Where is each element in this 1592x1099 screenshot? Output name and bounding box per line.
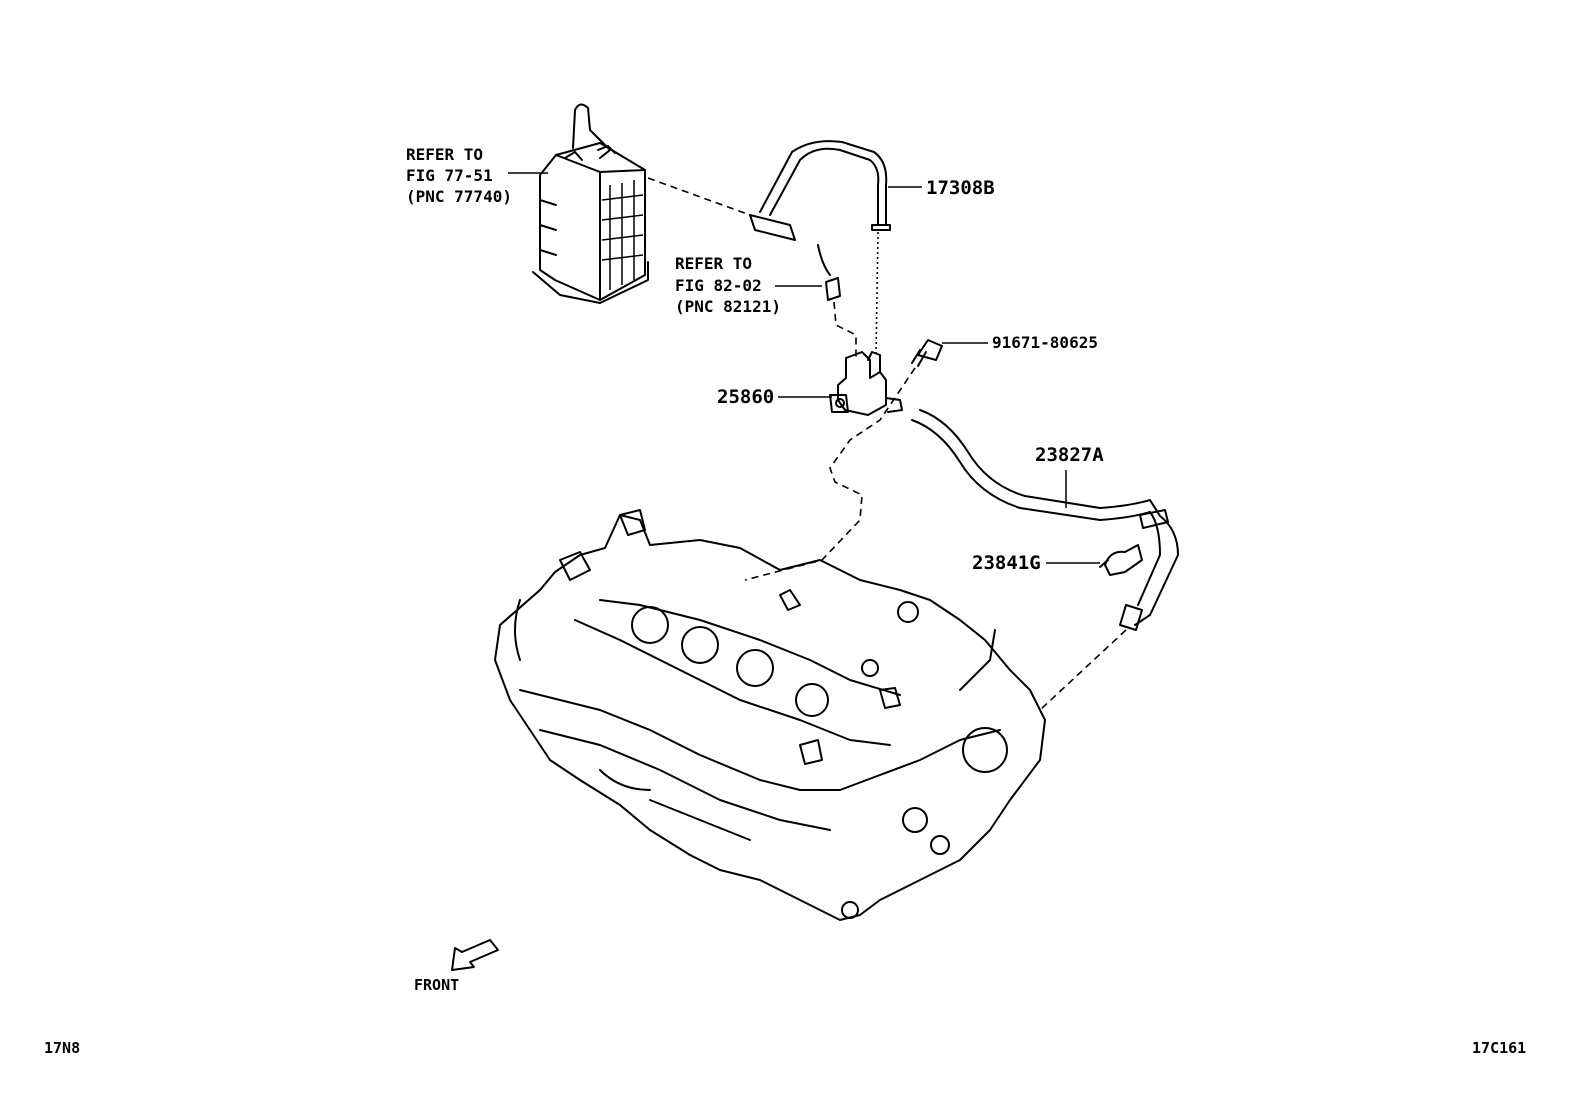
- front-arrow-icon: [451, 939, 499, 971]
- canister-ref-line1: REFER TO: [406, 145, 483, 164]
- part-number-17308b[interactable]: 17308B: [926, 177, 995, 199]
- bolt[interactable]: [911, 339, 943, 367]
- connector-ref-line2: FIG 82-02: [675, 276, 762, 295]
- part-number-23841g[interactable]: 23841G: [972, 552, 1041, 574]
- part-number-25860[interactable]: 25860: [717, 386, 774, 408]
- engine-cylinder-head: [494, 509, 1046, 921]
- footer-right-code: 17C161: [1472, 1039, 1526, 1057]
- vsv-valve[interactable]: [829, 351, 903, 416]
- part-number-23827a[interactable]: 23827A: [1035, 444, 1104, 466]
- connector-ref-line3: (PNC 82121): [675, 297, 781, 316]
- hose-23827a[interactable]: [911, 409, 1179, 631]
- canister-ref-line3: (PNC 77740): [406, 187, 512, 206]
- wire-connector[interactable]: [817, 244, 841, 301]
- footer-left-code: 17N8: [44, 1039, 80, 1057]
- clamp[interactable]: [1099, 544, 1143, 576]
- part-number-bolt[interactable]: 91671-80625: [992, 333, 1098, 352]
- hose-17308b[interactable]: [749, 140, 891, 241]
- canister-ref-line2: FIG 77-51: [406, 166, 493, 185]
- front-label: FRONT: [414, 976, 459, 994]
- charcoal-canister[interactable]: [532, 103, 649, 304]
- connector-ref-line1: REFER TO: [675, 254, 752, 273]
